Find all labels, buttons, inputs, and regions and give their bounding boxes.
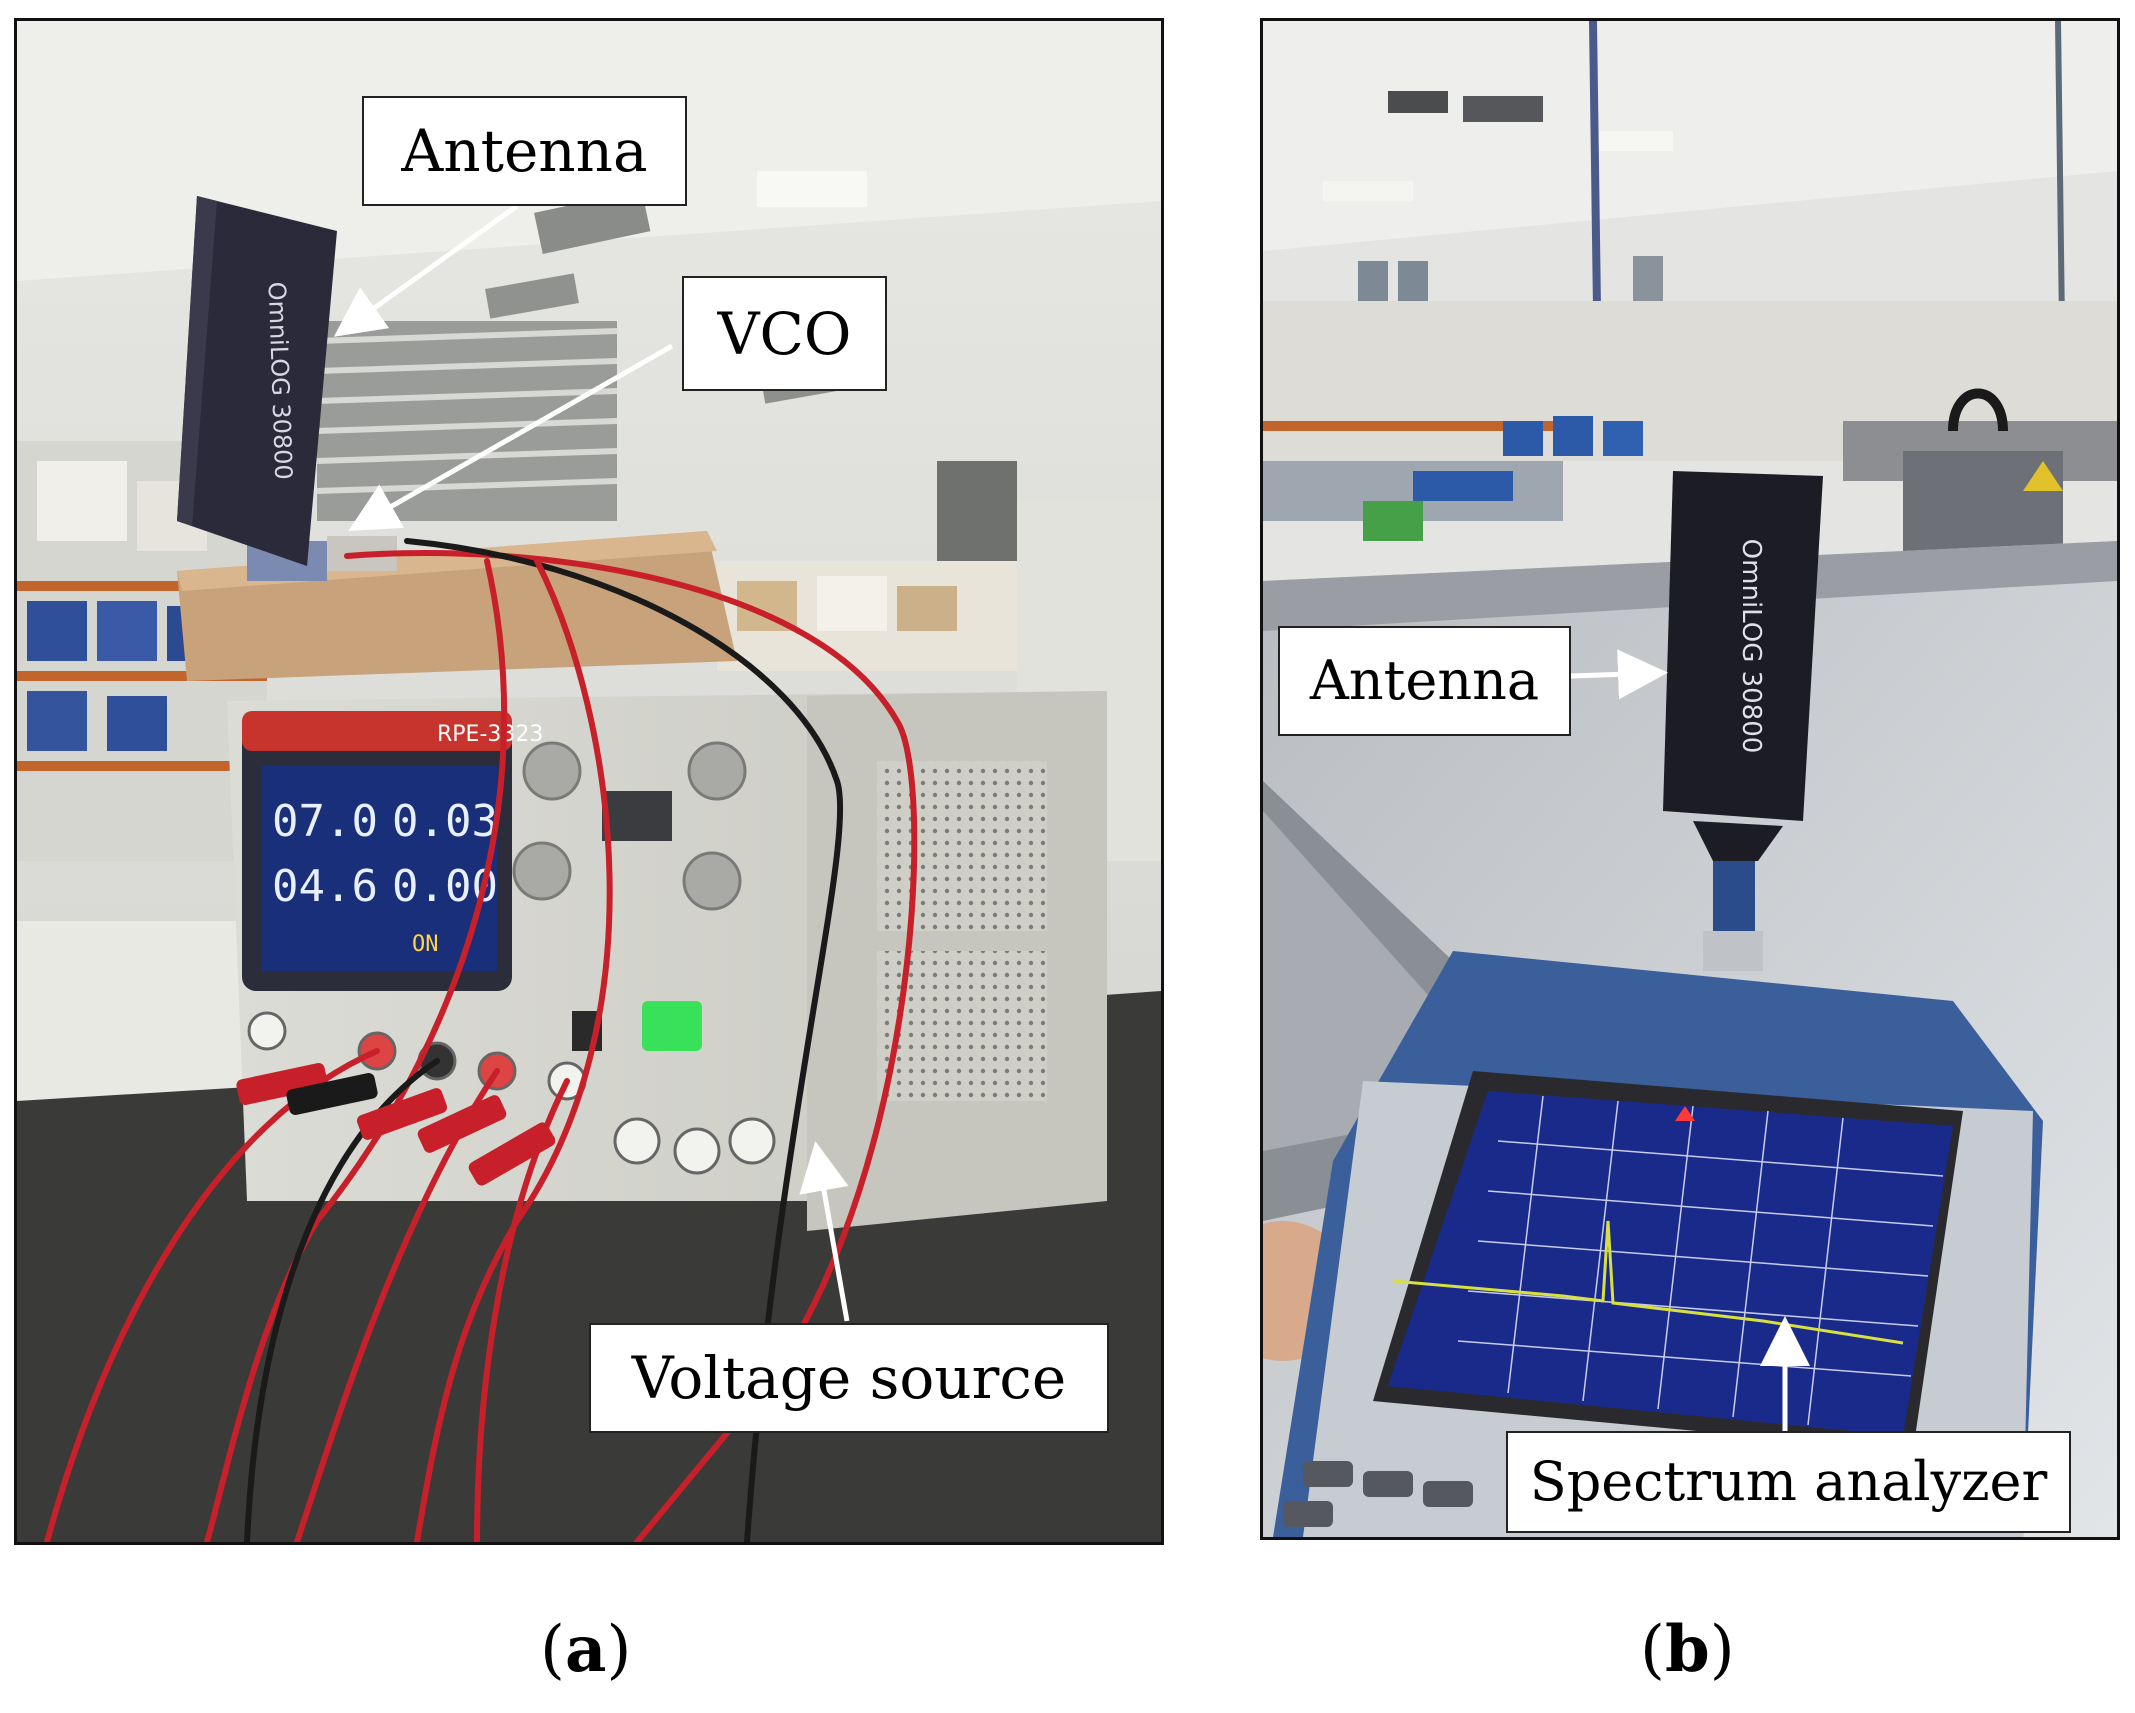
photo-panel-b: OmniLOG 30800 bbox=[1260, 18, 2120, 1540]
analyzer-screen bbox=[1388, 1091, 1953, 1436]
banana-plugs bbox=[236, 1063, 556, 1186]
antenna-print-text: OmniLOG 30800 bbox=[263, 281, 298, 480]
antenna-device: OmniLOG 30800 bbox=[177, 196, 337, 566]
psu-knobs bbox=[512, 741, 747, 911]
label-vco: VCO bbox=[682, 276, 887, 391]
power-supply-unit: RPE-3323 07.0 0.03 04.6 0.00 ON bbox=[227, 691, 1107, 1231]
analyzer-grid bbox=[1457, 1095, 1944, 1426]
readout-ch1-current: 0.03 bbox=[392, 796, 498, 847]
label-spectrum-analyzer: Spectrum analyzer bbox=[1506, 1431, 2071, 1533]
factory-floor-photo: OmniLOG 30800 bbox=[1263, 21, 2117, 1537]
label-antenna-b: Antenna bbox=[1278, 626, 1571, 736]
caption-b-letter: b bbox=[1664, 1612, 1710, 1687]
label-antenna-a: Antenna bbox=[362, 96, 687, 206]
psu-output-button bbox=[642, 1001, 702, 1051]
lab-bench-photo: OmniLOG 30800 RPE-3323 07.0 0.03 04.6 0.… bbox=[17, 21, 1161, 1542]
antenna-print-text-b: OmniLOG 30800 bbox=[1736, 539, 1766, 754]
readout-ch2-voltage: 04.6 bbox=[272, 861, 378, 912]
caption-a: (a) bbox=[540, 1612, 632, 1687]
photo-panel-a: OmniLOG 30800 RPE-3323 07.0 0.03 04.6 0.… bbox=[14, 18, 1164, 1545]
psu-model-label: RPE-3323 bbox=[437, 722, 543, 747]
label-voltage-source: Voltage source bbox=[589, 1323, 1109, 1433]
test-cables bbox=[44, 538, 918, 1542]
spectrum-analyzer-device bbox=[1273, 951, 2043, 1537]
background-shelving-b bbox=[1263, 416, 1643, 541]
readout-status: ON bbox=[412, 932, 439, 957]
readout-ch1-voltage: 07.0 bbox=[272, 796, 378, 847]
caption-b: (b) bbox=[1640, 1612, 1735, 1687]
antenna-device-b: OmniLOG 30800 bbox=[1663, 471, 1823, 971]
analyzer-keys bbox=[1283, 1461, 1473, 1527]
caption-a-letter: a bbox=[564, 1612, 607, 1687]
marker-icon bbox=[1675, 1106, 1695, 1121]
